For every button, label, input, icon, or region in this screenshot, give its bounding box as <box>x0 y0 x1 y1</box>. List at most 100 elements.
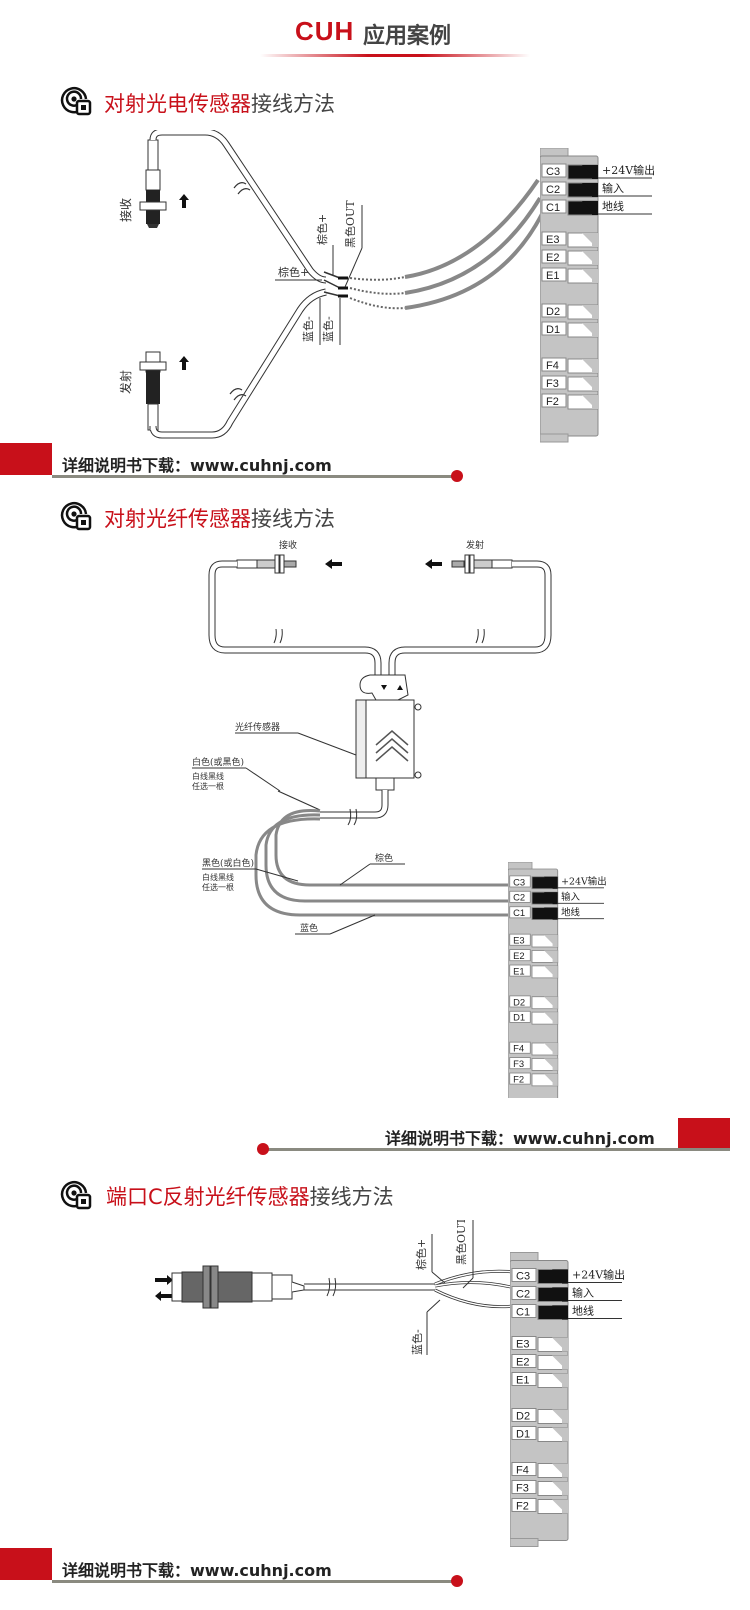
sensor-signal-icon <box>60 1180 92 1210</box>
terminal-c2: C2 <box>541 181 599 198</box>
terminal-label: E3 <box>513 935 525 946</box>
terminal-c1: C1 <box>541 199 599 216</box>
section-title-red: 对射光电传感器 <box>104 92 251 116</box>
terminal-c2: C2 <box>511 1286 569 1302</box>
left-arrow-icon <box>425 559 442 569</box>
terminal-f2: F2 <box>511 1498 569 1514</box>
up-arrow-icon <box>179 356 189 370</box>
brown-plus-label: 棕色+ <box>414 1239 428 1270</box>
terminal-c2: C2 <box>509 890 559 905</box>
left-arrow-icon <box>325 559 342 569</box>
brown-plus-label: 棕色+ <box>315 214 329 245</box>
sensor-signal-icon <box>60 86 92 116</box>
terminal-label: F3 <box>516 1483 529 1495</box>
left-arrow-icon <box>155 1291 173 1301</box>
download-link[interactable]: 详细说明书下载：www.cuhnj.com <box>385 1125 655 1149</box>
terminal-label: E2 <box>546 252 559 264</box>
section-title-through-beam-photoelectric: 对射光电传感器接线方法 <box>104 88 335 118</box>
receiver-fiber-head <box>236 554 297 574</box>
receiver-label: 接收 <box>279 539 297 551</box>
terminal-e2: E2 <box>509 949 559 963</box>
terminal-label: D1 <box>516 1429 530 1441</box>
callout-label: 地线 <box>572 1304 594 1318</box>
terminal-label: D2 <box>546 306 560 318</box>
section-title-red: 端口C反射光纤传感器 <box>106 1185 310 1209</box>
terminal-label: C3 <box>546 166 560 178</box>
terminal-label: E2 <box>516 1357 529 1369</box>
callout-label: 地线 <box>561 906 580 918</box>
terminal-f3: F3 <box>511 1480 569 1496</box>
section-title-gray: 接线方法 <box>251 507 335 531</box>
terminal-d1: D1 <box>541 321 599 338</box>
emitter-label: 发射 <box>466 539 484 551</box>
terminal-d2: D2 <box>509 995 559 1010</box>
divider <box>265 1148 730 1151</box>
download-label: 详细说明书下载： <box>385 1129 514 1148</box>
terminal-e3: E3 <box>511 1336 569 1352</box>
download-url[interactable]: www.cuhnj.com <box>513 1129 655 1148</box>
terminal-label: C1 <box>516 1307 530 1319</box>
terminal-label: F3 <box>513 1058 524 1069</box>
fiber-amplifier-body <box>355 674 422 791</box>
terminal-label: D1 <box>513 1012 525 1023</box>
black-or-white-label: 黑色(或白色) <box>202 857 254 869</box>
emitter-sensor <box>139 351 167 431</box>
download-link[interactable]: 详细说明书下载：www.cuhnj.com <box>62 1557 332 1581</box>
download-link[interactable]: 详细说明书下载：www.cuhnj.com <box>62 452 332 476</box>
terminal-e1: E1 <box>509 964 559 979</box>
terminal-label: F4 <box>546 360 559 372</box>
download-url[interactable]: www.cuhnj.com <box>190 1561 332 1580</box>
download-bar-accent <box>0 1548 52 1580</box>
terminal-label: F4 <box>516 1465 529 1477</box>
blue-minus-label: 蓝色- <box>410 1329 424 1355</box>
terminal-label: F2 <box>513 1073 524 1084</box>
terminal-d2: D2 <box>511 1408 569 1424</box>
black-out-label: 黑色OUT <box>454 1220 468 1265</box>
receiver-label: 接收 <box>118 198 133 222</box>
pick-one-line2: 任选一根 <box>202 882 234 892</box>
divider-dot <box>451 470 463 482</box>
terminal-c3: C3 <box>509 875 559 890</box>
divider <box>52 475 458 478</box>
brand-header: CUH 应用案例 <box>0 0 750 70</box>
header-underline <box>260 54 530 57</box>
reflective-sensor <box>171 1265 305 1309</box>
terminal-f3: F3 <box>509 1057 559 1071</box>
terminal-label: F2 <box>546 396 559 408</box>
divider-dot <box>257 1143 269 1155</box>
section-title-gray: 接线方法 <box>251 92 335 116</box>
terminal-label: F4 <box>513 1043 524 1054</box>
brown-plus-label-2: 棕色+ <box>278 265 309 279</box>
fiber-sensor-label: 光纤传感器 <box>235 721 280 733</box>
terminal-f2: F2 <box>509 1072 559 1087</box>
download-url[interactable]: www.cuhnj.com <box>190 456 332 475</box>
pick-one-line1: 白线黑线 <box>202 872 234 882</box>
blue-minus-label: 蓝色- <box>301 316 315 342</box>
brown-label: 棕色 <box>375 852 393 864</box>
through-beam-fiber-wiring-diagram: 接收 发射 光纤传感器 白色(或黑色) 白线黑线 任选一根 <box>192 539 552 935</box>
callout-label: +24V输出 <box>572 1268 625 1282</box>
terminal-e3: E3 <box>509 933 559 948</box>
terminal-label: D2 <box>516 1411 530 1423</box>
terminal-label: C3 <box>513 876 525 887</box>
section-title-through-beam-fiber: 对射光纤传感器接线方法 <box>104 503 335 533</box>
terminal-label: C3 <box>516 1271 530 1283</box>
callout-label: 地线 <box>602 199 624 213</box>
divider-dot <box>451 1575 463 1587</box>
section-title-port-c-reflective-fiber: 端口C反射光纤传感器接线方法 <box>106 1181 394 1211</box>
download-label: 详细说明书下载： <box>62 456 191 475</box>
blue-label: 蓝色 <box>300 922 318 934</box>
terminal-e3: E3 <box>541 231 599 248</box>
download-bar-accent <box>0 443 52 475</box>
pick-one-line2: 任选一根 <box>192 781 224 791</box>
through-beam-photoelectric-wiring-diagram: 接收 发射 棕色+ 黑色OUT 棕色+ 蓝色- 蓝色- <box>118 130 544 439</box>
blue-minus-label-2: 蓝色- <box>321 316 335 342</box>
terminal-e2: E2 <box>511 1354 569 1370</box>
terminal-label: E1 <box>513 965 525 976</box>
divider <box>52 1580 458 1583</box>
terminal-f4: F4 <box>509 1041 559 1056</box>
terminal-label: E3 <box>546 234 559 246</box>
